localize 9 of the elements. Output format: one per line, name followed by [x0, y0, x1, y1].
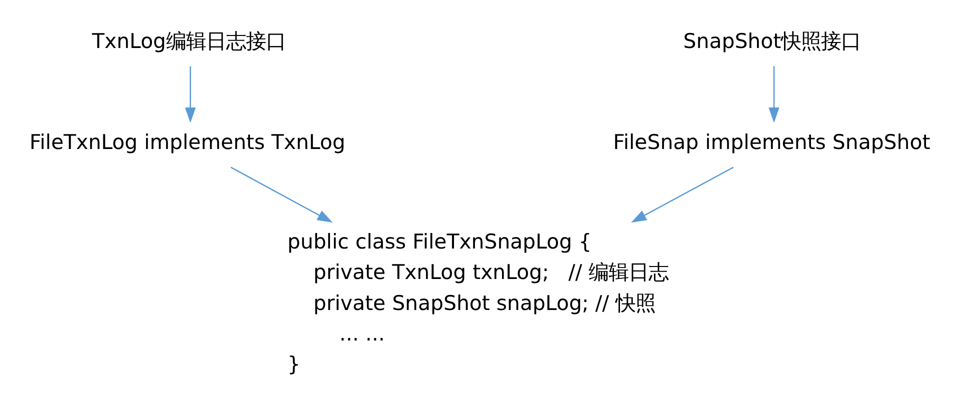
node-text: SnapShot快照接口 [683, 28, 862, 53]
arrow [185, 66, 196, 123]
arrow [230, 166, 333, 223]
node-text: TxnLog编辑日志接口 [92, 28, 286, 53]
node-text: FileSnap implements SnapShot [613, 130, 930, 154]
arrow [631, 166, 734, 223]
arrow [768, 66, 780, 123]
node-text: FileTxnLog implements TxnLog [29, 130, 346, 154]
node-text: public class FileTxnSnapLog { private TxnLog txnLog; // 编辑日志 private SnapShot snapLog; // 快照 ... ... } [287, 229, 669, 376]
